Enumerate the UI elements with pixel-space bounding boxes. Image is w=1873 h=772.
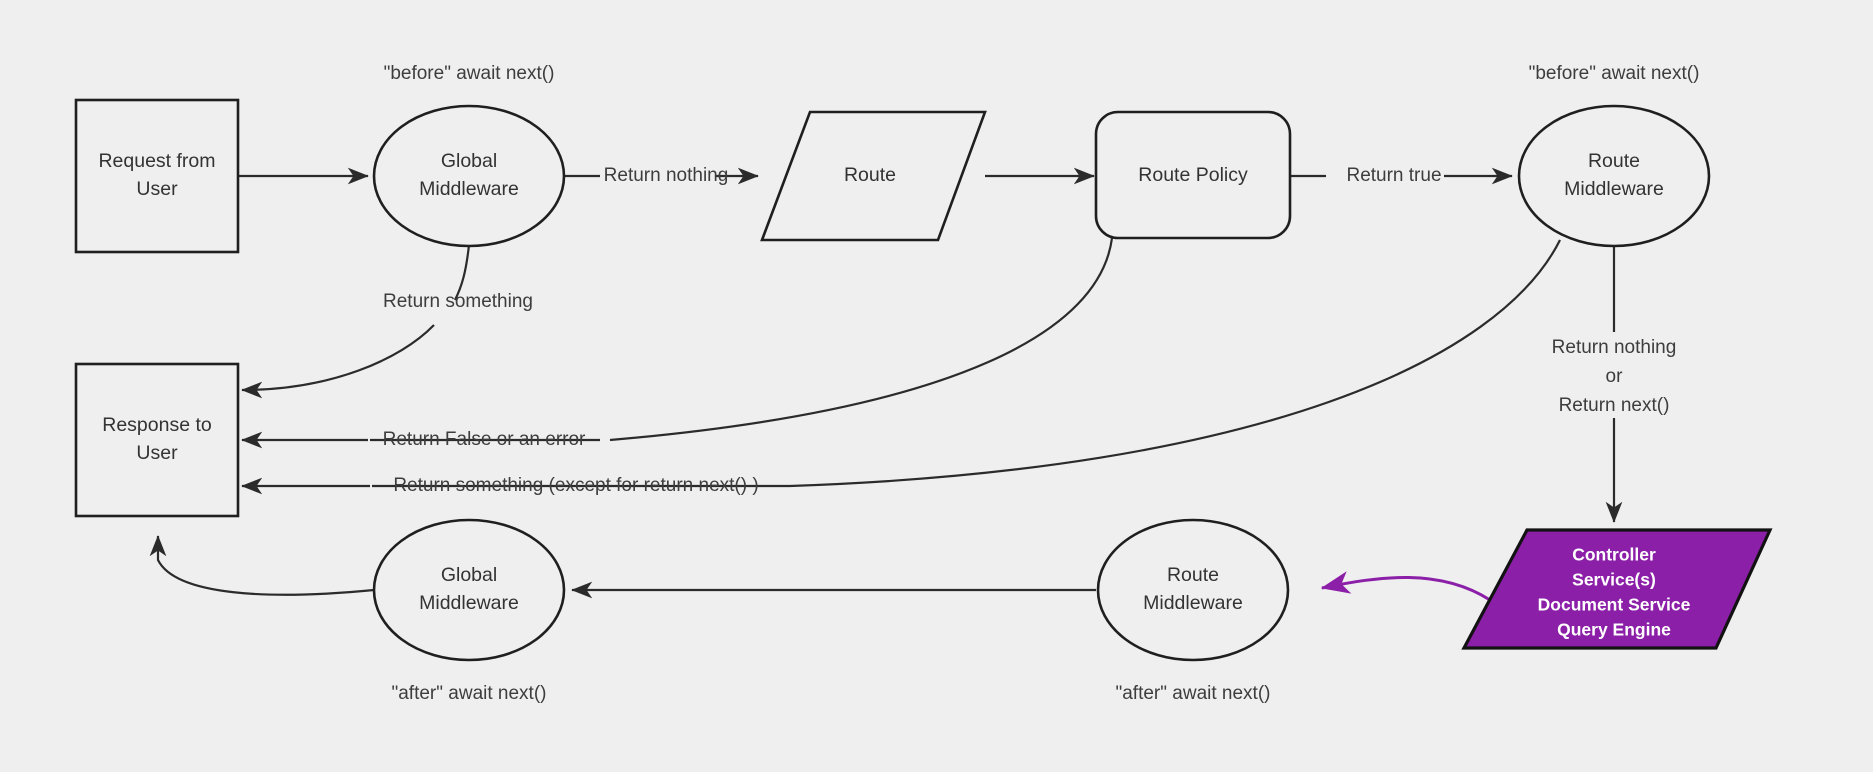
controller-label-line3: Document Service — [1538, 595, 1691, 615]
request-label-line2: User — [136, 178, 178, 200]
global-middleware-bottom-label-line1: Global — [441, 564, 497, 586]
route-middleware-top-label-line1: Route — [1588, 150, 1640, 172]
node-route-middleware-top[interactable]: Route Middleware — [1517, 104, 1711, 248]
global-middleware-top-label-line2: Middleware — [419, 178, 519, 200]
route-middleware-bottom-shape — [1096, 518, 1290, 662]
route-middleware-bottom-label-line2: Middleware — [1143, 592, 1243, 614]
route-policy-label: Route Policy — [1138, 164, 1248, 186]
edge-route-policy-return-false-curve — [609, 237, 1114, 442]
route-middleware-top-label-line2: Middleware — [1564, 178, 1664, 200]
annotation-after-await-bottom-right: "after" await next() — [1116, 683, 1271, 704]
edge-label-return-nothing-or-next-line3: Return next() — [1559, 395, 1670, 416]
edge-global-middleware-return-something-lower — [241, 324, 435, 399]
edge-label-return-something: Return something — [383, 291, 533, 312]
edge-label-return-true: Return true — [1346, 165, 1441, 186]
route-parallelogram-shape — [760, 110, 987, 242]
node-global-middleware-bottom[interactable]: Global Middleware — [372, 518, 566, 662]
edge-route-middleware-return-something-curve — [789, 239, 1561, 488]
request-label-line1: Request from — [98, 150, 215, 172]
route-policy-shape — [1094, 110, 1292, 240]
global-middleware-top-label-line1: Global — [441, 150, 497, 172]
node-request-from-user[interactable]: Request from User — [74, 98, 240, 254]
node-controller-services[interactable]: Controller Service(s) Document Service Q… — [1461, 528, 1773, 650]
global-middleware-bottom-label-line2: Middleware — [419, 592, 519, 614]
controller-label-line4: Query Engine — [1557, 620, 1671, 640]
node-response-to-user[interactable]: Response to User — [74, 362, 240, 518]
response-box-shape — [74, 362, 240, 518]
global-middleware-top-shape — [372, 104, 566, 248]
edge-controller-to-route-middleware-purple — [1320, 571, 1491, 602]
route-middleware-top-shape — [1517, 104, 1711, 248]
edge-label-return-something-except: Return something (except for return next… — [393, 475, 758, 496]
global-middleware-bottom-shape — [372, 518, 566, 662]
response-label-line2: User — [136, 442, 178, 464]
route-label: Route — [844, 164, 896, 186]
edge-label-return-nothing: Return nothing — [604, 165, 729, 186]
node-route[interactable]: Route — [760, 110, 987, 242]
controller-label-line1: Controller — [1572, 545, 1656, 565]
edge-label-return-nothing-or-next-line1: Return nothing — [1552, 337, 1677, 358]
controller-label-line2: Service(s) — [1572, 570, 1656, 590]
controller-parallelogram-shape — [1461, 528, 1773, 650]
response-label-line1: Response to — [102, 414, 212, 436]
edge-label-return-nothing-or-next-line2: or — [1606, 366, 1624, 387]
request-box-shape — [74, 98, 240, 254]
annotation-before-await-top-left: "before" await next() — [384, 63, 555, 84]
node-route-policy[interactable]: Route Policy — [1094, 110, 1292, 240]
annotation-after-await-bottom-left: "after" await next() — [392, 683, 547, 704]
route-middleware-bottom-label-line1: Route — [1167, 564, 1219, 586]
edge-global-middleware-bottom-to-response — [149, 535, 375, 596]
annotation-before-await-top-right: "before" await next() — [1529, 63, 1700, 84]
node-route-middleware-bottom[interactable]: Route Middleware — [1096, 518, 1290, 662]
edge-label-return-false-or-error: Return False or an error — [383, 429, 586, 450]
edge-global-middleware-return-something-upper — [454, 244, 471, 301]
node-global-middleware-top[interactable]: Global Middleware — [372, 104, 566, 248]
